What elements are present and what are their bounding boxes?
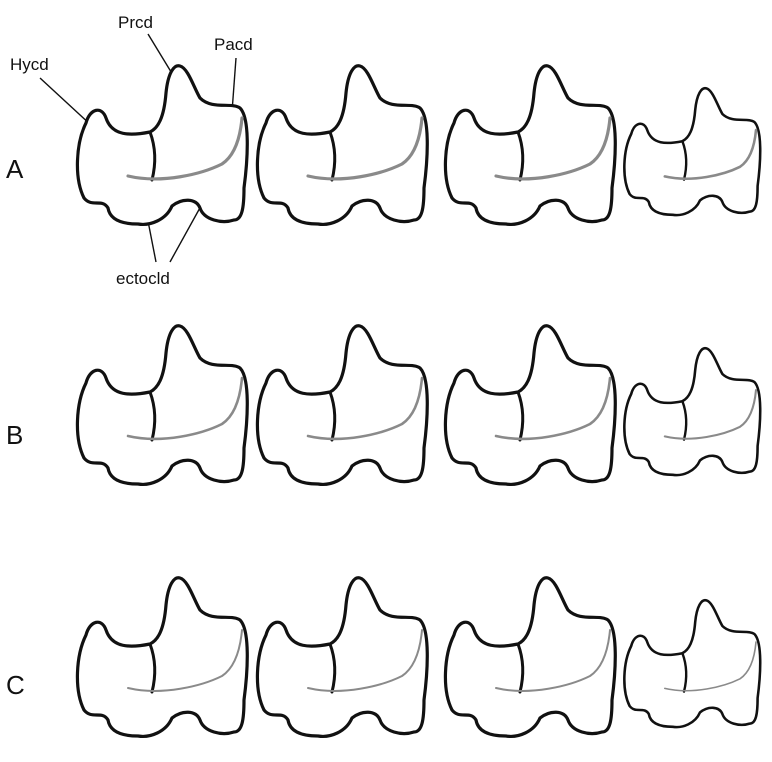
row-label-c: C: [6, 670, 25, 700]
tooth-outline: [257, 578, 427, 737]
tooth-outline: [77, 326, 247, 485]
tooth-outline: [77, 66, 247, 225]
teeth-layer: [77, 66, 760, 737]
label-pacd: Pacd: [214, 35, 253, 54]
leader-pacd: [232, 58, 236, 112]
tooth-row-b: [77, 326, 760, 485]
tooth-outline: [445, 578, 615, 737]
tooth-outline: [445, 326, 615, 485]
tooth-outline: [624, 348, 760, 475]
tooth-outline: [445, 66, 615, 225]
leader-hycd: [40, 78, 92, 126]
row-label-a: A: [6, 154, 24, 184]
tooth-c-1: [77, 578, 247, 737]
tooth-a-1: [77, 66, 247, 225]
tooth-b-3: [445, 326, 615, 485]
label-prcd: Prcd: [118, 13, 153, 32]
tooth-outline: [624, 88, 760, 215]
tooth-a-2: [257, 66, 427, 225]
tooth-c-3: [445, 578, 615, 737]
tooth-c-2: [257, 578, 427, 737]
tooth-b-4: [624, 348, 760, 475]
tooth-c-4: [624, 600, 760, 727]
tooth-a-3: [445, 66, 615, 225]
tooth-b-2: [257, 326, 427, 485]
row-label-b: B: [6, 420, 23, 450]
tooth-outline: [257, 66, 427, 225]
tooth-outline: [77, 578, 247, 737]
tooth-a-4: [624, 88, 760, 215]
tooth-row-c: [77, 578, 760, 737]
tooth-row-a: [77, 66, 760, 225]
tooth-outline: [257, 326, 427, 485]
label-hycd: Hycd: [10, 55, 49, 74]
label-ectocld: ectocld: [116, 269, 170, 288]
tooth-b-1: [77, 326, 247, 485]
tooth-outline: [624, 600, 760, 727]
